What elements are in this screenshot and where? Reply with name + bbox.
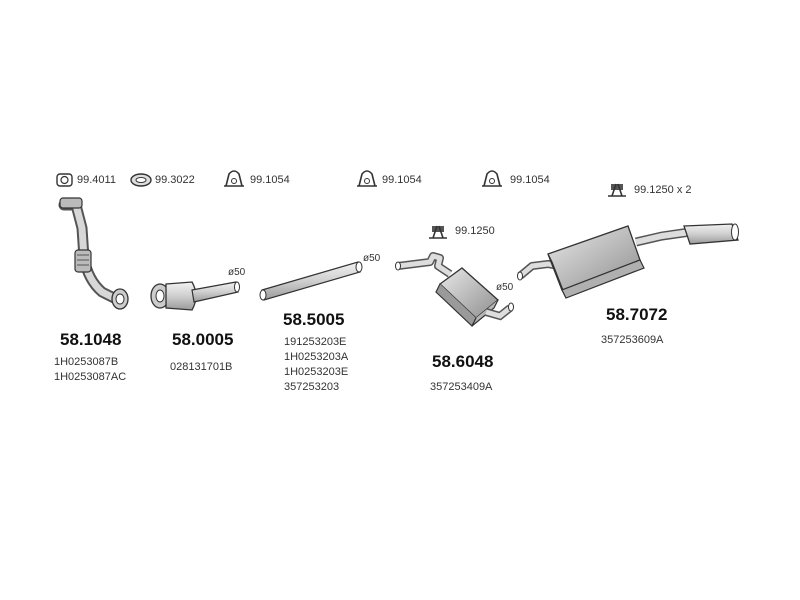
rubber-hanger-icon [429,225,447,239]
oem-reference-list: 357253609A [601,333,663,348]
oem-reference-list: 357253409A [430,380,492,395]
oem-reference: 357253203 [284,381,340,393]
oem-reference-list: 028131701B [170,360,232,375]
oem-reference: 1H0253203A [284,351,349,363]
diameter-label: ø50 [363,253,381,264]
oem-reference: 1H0253203E [284,366,349,378]
intermediate-pipe-drawing [259,261,363,301]
u-clamp-icon [357,170,377,187]
u-clamp-icon [224,170,244,187]
hanger-code-label: 99.1250 [455,225,495,237]
front-pipe-drawing [58,197,129,310]
oem-reference-list: 191253203E 1H0253203A 1H0253203E 3572532… [284,335,348,395]
oem-reference: 1H0253087AC [54,371,127,383]
part-number-58-5005: 58.5005 [283,310,345,329]
oem-reference-list: 1H0253087B 1H0253087AC [54,355,126,385]
clamp-code-label: 99.1054 [510,174,550,186]
rubber-hanger-icon [608,183,626,197]
oem-reference: 1H0253087B [54,356,119,368]
oem-reference: 191253203E [284,336,347,348]
gasket-code-label: 99.4011 [77,174,116,186]
gasket-code-label: 99.3022 [155,174,195,186]
u-clamp-icon [482,170,502,187]
oem-reference: 357253609A [601,334,664,346]
oem-reference: 357253409A [430,381,493,393]
diameter-label: ø50 [496,282,514,293]
oem-reference: 028131701B [170,361,233,373]
rear-silencer-drawing [517,223,739,299]
catalytic-converter-drawing [150,281,240,311]
part-number-58-0005: 58.0005 [172,330,234,349]
hanger-code-label: 99.1250 x 2 [634,184,692,196]
diameter-label: ø50 [228,267,246,278]
oval-gasket-icon [130,173,152,187]
clamp-code-label: 99.1054 [250,174,290,186]
clamp-code-label: 99.1054 [382,174,422,186]
part-number-58-1048: 58.1048 [60,330,122,349]
part-number-58-6048: 58.6048 [432,352,494,371]
ring-gasket-icon [56,173,73,187]
part-number-58-7072: 58.7072 [606,305,668,324]
middle-silencer-drawing [395,252,514,327]
